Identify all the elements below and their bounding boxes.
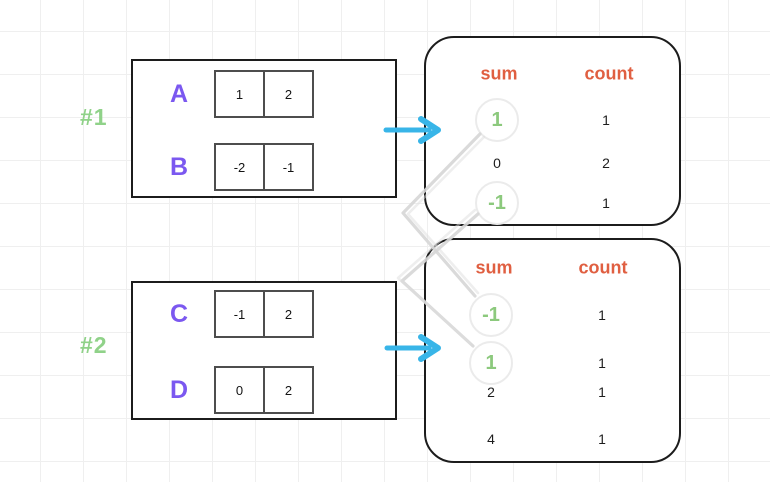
highlight-circle: -1 xyxy=(469,293,513,337)
sum-value-slot: -1 xyxy=(475,181,519,225)
sum-value: 1 xyxy=(485,351,497,374)
count-value: 1 xyxy=(598,384,606,400)
array-letter-A: A xyxy=(169,80,189,108)
array-cell: -2 xyxy=(214,143,265,191)
count-column-header: count xyxy=(584,63,634,84)
array-cell: -1 xyxy=(263,143,314,191)
sum-value: -1 xyxy=(488,191,506,214)
count-value: 1 xyxy=(602,195,610,211)
array-cell: 1 xyxy=(214,70,265,118)
count-value-slot: 1 xyxy=(602,195,610,211)
sum-value-slot: 2 xyxy=(487,384,495,400)
count-value-slot: 1 xyxy=(598,384,606,400)
example-2-result-table: sum count -1 1 1 1 2 1 4 1 xyxy=(424,238,681,463)
highlight-circle: -1 xyxy=(475,181,519,225)
array-cell: -1 xyxy=(214,290,265,338)
count-column-header: count xyxy=(578,257,628,278)
count-value: 1 xyxy=(598,307,606,323)
count-value-slot: 1 xyxy=(598,431,606,447)
array-letter-C: C xyxy=(169,300,189,328)
array-cells-B: -2-1 xyxy=(214,143,314,191)
highlight-circle: 1 xyxy=(475,98,519,142)
example-1-result-table: sum count 1 1 0 2 -1 1 xyxy=(424,36,681,226)
sum-value-slot: 1 xyxy=(469,341,513,385)
sum-value: 0 xyxy=(493,155,501,171)
sum-column-header: sum xyxy=(475,257,513,278)
array-cell: 2 xyxy=(263,290,314,338)
sum-value-slot: 1 xyxy=(475,98,519,142)
sum-value: 2 xyxy=(487,384,495,400)
sum-value-slot: -1 xyxy=(469,293,513,337)
example-2-label: #2 xyxy=(80,332,108,358)
array-letter-D: D xyxy=(169,376,189,404)
count-value-slot: 1 xyxy=(598,355,606,371)
example-1-label: #1 xyxy=(80,104,108,130)
count-value-slot: 2 xyxy=(602,155,610,171)
sum-value-slot: 0 xyxy=(493,155,501,171)
array-cell: 2 xyxy=(263,366,314,414)
sum-value: -1 xyxy=(482,303,500,326)
count-value: 2 xyxy=(602,155,610,171)
count-value: 1 xyxy=(598,355,606,371)
count-value-slot: 1 xyxy=(602,112,610,128)
array-letter-B: B xyxy=(169,153,189,181)
sum-column-header: sum xyxy=(480,63,518,84)
count-value: 1 xyxy=(602,112,610,128)
array-cell: 2 xyxy=(263,70,314,118)
count-value: 1 xyxy=(598,431,606,447)
sum-value-slot: 4 xyxy=(487,431,495,447)
sum-value: 4 xyxy=(487,431,495,447)
array-cell: 0 xyxy=(214,366,265,414)
highlight-circle: 1 xyxy=(469,341,513,385)
sum-value: 1 xyxy=(491,108,503,131)
count-value-slot: 1 xyxy=(598,307,606,323)
